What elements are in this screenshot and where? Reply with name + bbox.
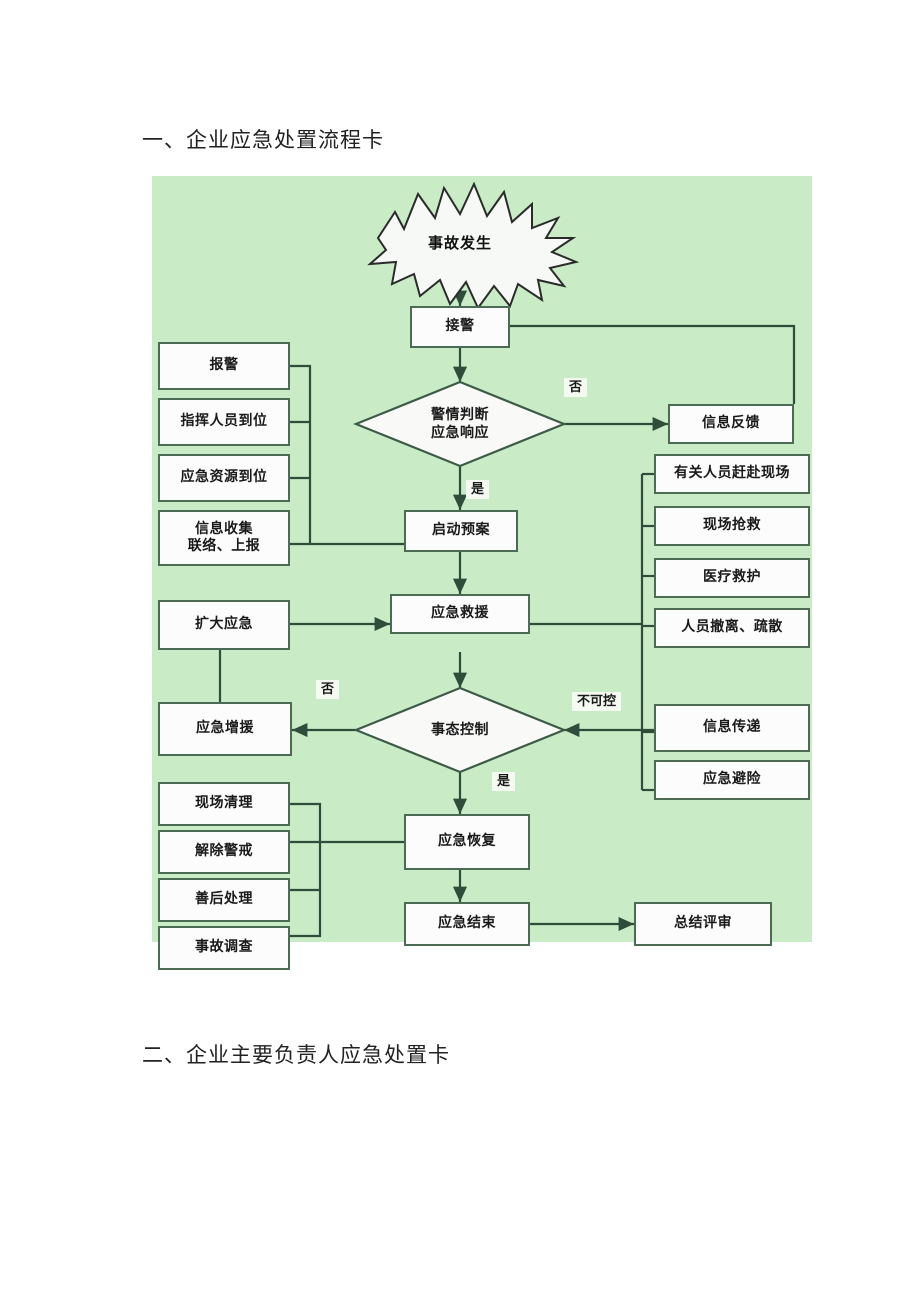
node-receive-alarm-label: 接警 [445,318,475,335]
node-evacuation-label: 人员撤离、疏散 [681,619,783,636]
node-personnel-to-site[interactable]: 有关人员赶赴现场 [654,454,810,494]
edge-label-control-uncontrollable: 不可控 [572,692,622,711]
node-lift-cordon-label: 解除警戒 [195,843,253,860]
node-summary-review-label: 总结评审 [674,915,732,932]
edge-label-judge-yes: 是 [466,480,490,499]
node-activate-plan-label: 启动预案 [432,522,490,539]
node-site-rescue-label: 现场抢救 [703,517,761,534]
node-info-collection[interactable]: 信息收集 联络、上报 [158,510,290,566]
node-personnel-to-site-label: 有关人员赶赴现场 [674,465,790,482]
node-emergency-end-label: 应急结束 [438,915,496,932]
node-receive-alarm[interactable]: 接警 [410,306,510,348]
emergency-response-flowchart: 事故发生 接警 警情判断 应急响应 启动预案 应急救援 事态控制 应急恢复 应急… [152,176,812,970]
page-heading-2: 二、企业主要负责人应急处置卡 [142,1043,450,1067]
node-emergency-end[interactable]: 应急结束 [404,902,530,946]
node-summary-review[interactable]: 总结评审 [634,902,772,946]
node-emergency-recovery-label: 应急恢复 [438,833,496,850]
node-emergency-rescue[interactable]: 应急救援 [390,594,530,634]
node-commander-in-place-label: 指挥人员到位 [180,413,268,430]
page-heading-1: 一、企业应急处置流程卡 [142,128,384,152]
node-expand-emergency[interactable]: 扩大应急 [158,600,290,650]
node-medical-aid-label: 医疗救护 [703,569,761,586]
node-site-cleanup[interactable]: 现场清理 [158,782,290,826]
node-medical-aid[interactable]: 医疗救护 [654,558,810,598]
node-emergency-rescue-label: 应急救援 [431,605,489,622]
situation-control-diamond-shape [353,686,567,774]
node-activate-plan[interactable]: 启动预案 [404,510,518,552]
node-resources-in-place-label: 应急资源到位 [180,469,268,486]
node-info-feedback[interactable]: 信息反馈 [668,404,794,444]
node-aftermath-handling-label: 善后处理 [195,891,253,908]
flowchart-connectors [218,181,796,938]
node-resources-in-place[interactable]: 应急资源到位 [158,454,290,502]
node-expand-emergency-label: 扩大应急 [195,616,253,633]
node-info-collection-label-line2: 联络、上报 [187,538,261,554]
node-site-rescue[interactable]: 现场抢救 [654,506,810,546]
edge-label-judge-no: 否 [564,378,588,397]
node-emergency-shelter-label: 应急避险 [703,771,761,788]
node-lift-cordon[interactable]: 解除警戒 [158,830,290,874]
incident-burst-shape [367,181,580,310]
node-accident-investigation[interactable]: 事故调查 [158,926,290,970]
node-info-collection-label-line1: 信息收集 [195,520,253,537]
node-report-alarm[interactable]: 报警 [158,342,290,390]
node-emergency-reinforcement[interactable]: 应急增援 [158,702,292,756]
node-info-transmission[interactable]: 信息传递 [654,704,810,752]
node-evacuation[interactable]: 人员撤离、疏散 [654,608,810,648]
node-emergency-recovery[interactable]: 应急恢复 [404,814,530,870]
node-aftermath-handling[interactable]: 善后处理 [158,878,290,922]
node-site-cleanup-label: 现场清理 [195,795,253,812]
node-emergency-shelter[interactable]: 应急避险 [654,760,810,800]
node-report-alarm-label: 报警 [209,357,239,374]
node-info-transmission-label: 信息传递 [703,719,761,736]
judge-diamond-shape [353,380,567,468]
edge-label-control-no: 否 [316,680,340,699]
node-info-feedback-label: 信息反馈 [702,415,760,432]
node-accident-investigation-label: 事故调查 [195,939,253,956]
node-commander-in-place[interactable]: 指挥人员到位 [158,398,290,446]
edge-label-control-yes: 是 [492,772,516,791]
node-emergency-reinforcement-label: 应急增援 [196,720,254,737]
